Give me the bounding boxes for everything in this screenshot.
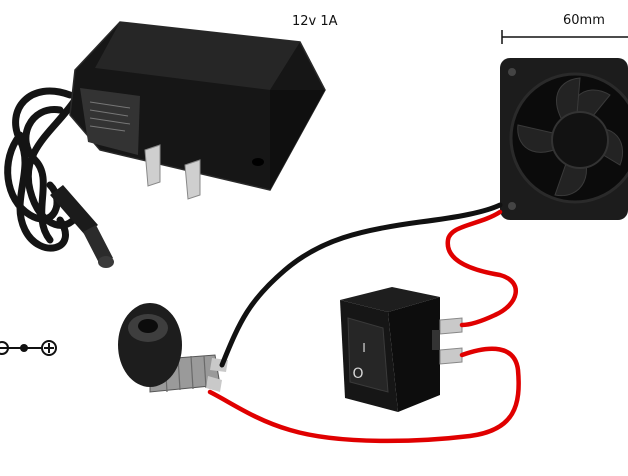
fan-to-switch-wire: [445, 209, 518, 328]
polarity-symbol: [0, 340, 57, 356]
cooling-fan: [500, 30, 628, 220]
barrel-plug: [50, 185, 114, 268]
power-adapter: [4, 21, 326, 268]
switch-to-jack-wire: [207, 346, 521, 444]
wiring: [207, 202, 521, 444]
power-rating-label: 12v 1A: [292, 14, 338, 29]
switch-off-mark: O: [352, 366, 363, 382]
fan-size-label: 60mm: [563, 13, 605, 28]
dimension-line: [501, 30, 628, 44]
rocker-switch: [340, 287, 463, 412]
plug-prongs: [144, 144, 201, 200]
positive-terminal-symbol: [41, 340, 57, 356]
rocker-face: [347, 317, 389, 393]
adapter-cable: [4, 87, 84, 252]
negative-wire: [219, 202, 503, 368]
switch-on-mark: I: [362, 341, 366, 355]
dc-barrel-jack: [118, 303, 228, 393]
fan-hub: [551, 111, 609, 169]
